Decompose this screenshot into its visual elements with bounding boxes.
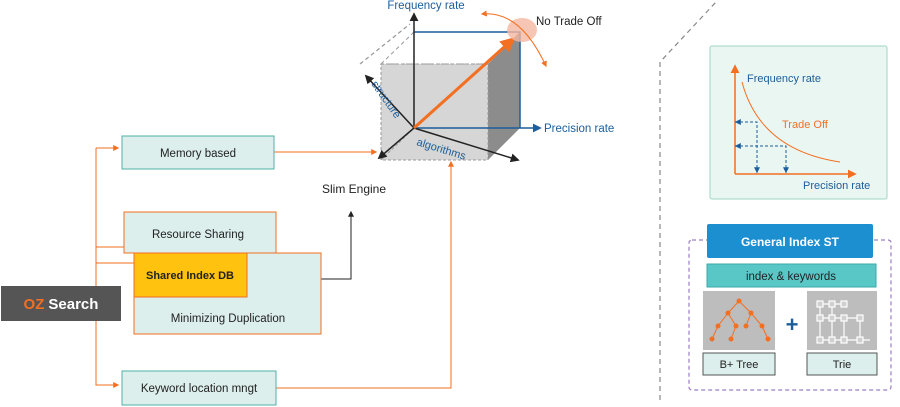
general-index-label: General Index ST [741,235,840,249]
keyword-location-label: Keyword location mngt [141,383,258,395]
logo-brand: OZ [24,296,45,313]
memory-based-label: Memory based [160,148,236,160]
connector-lines [95,145,454,389]
minimizing-duplication-label: Minimizing Duplication [171,313,285,325]
logo-word: Search [48,296,98,313]
resource-sharing-box: Resource Sharing [123,211,277,254]
trie-icon [816,300,870,344]
trie-tile: Trie [806,291,878,376]
memory-based-box: Memory based [121,135,275,170]
shared-index-db-label: Shared Index DB [146,270,234,282]
chart-tradeoff-label: Trade Off [782,119,829,131]
general-index-header: General Index ST [707,224,873,258]
chart-frequency-label: Frequency rate [747,73,821,85]
no-trade-off-label: No Trade Off [536,16,602,28]
dashed-callout-line [659,1,717,400]
trie-label: Trie [833,359,852,371]
plus-sign: + [786,312,799,337]
btree-icon [709,298,771,342]
index-keywords-bar: index & keywords [706,263,877,288]
cube-frequency-label: Frequency rate [387,0,464,12]
tradeoff-chart-panel [709,45,888,200]
index-keywords-label: index & keywords [746,271,836,283]
chart-precision-label: Precision rate [803,180,870,192]
tradeoff-cube [359,10,547,163]
btree-label: B+ Tree [720,359,759,371]
resource-sharing-label: Resource Sharing [152,229,244,241]
slim-engine-label: Slim Engine [322,182,386,196]
cube-precision-label: Precision rate [544,123,614,135]
btree-tile: B+ Tree [702,291,776,376]
shared-index-db-box: Shared Index DB [133,252,248,298]
keyword-location-box: Keyword location mngt [121,370,277,406]
